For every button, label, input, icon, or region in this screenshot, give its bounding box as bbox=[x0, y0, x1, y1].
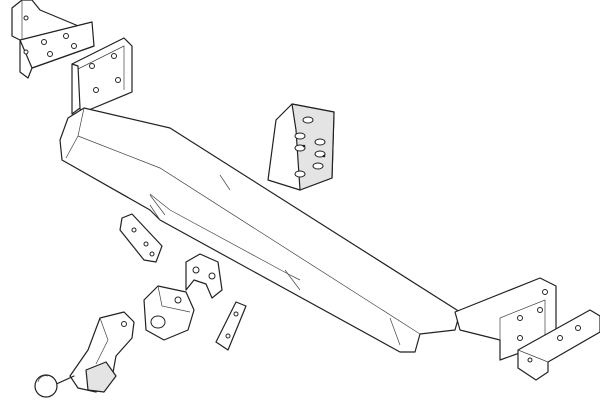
electrical-module bbox=[267, 103, 335, 191]
clamping-plate bbox=[215, 301, 247, 351]
mounting-plate bbox=[119, 213, 163, 263]
right-mounting-bracket bbox=[517, 309, 600, 381]
beam-left-bracket bbox=[71, 37, 133, 115]
left-mounting-bracket bbox=[11, 0, 95, 79]
electrical-socket bbox=[143, 285, 195, 341]
socket-bracket bbox=[185, 253, 223, 299]
tow-ball-neck bbox=[34, 311, 135, 398]
main-cross-beam bbox=[59, 107, 461, 353]
